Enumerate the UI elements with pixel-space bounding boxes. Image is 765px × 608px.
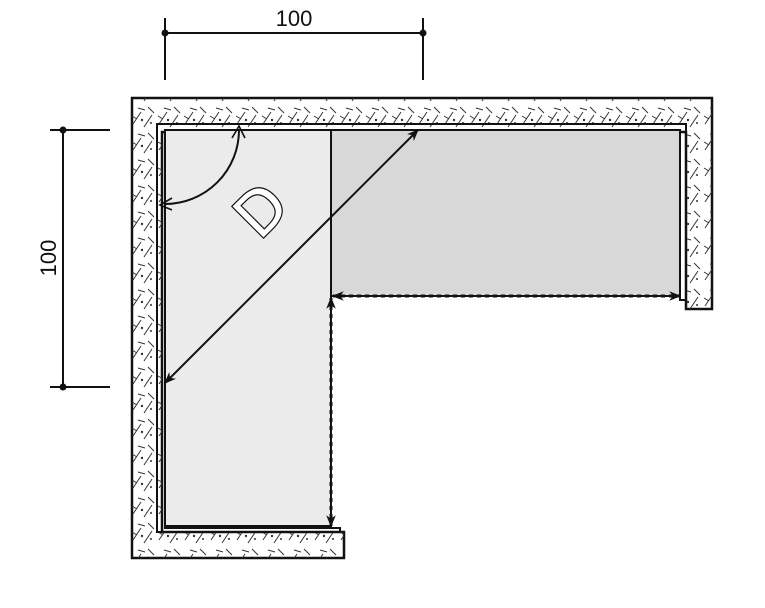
- left-dimension: 100: [36, 126, 110, 391]
- sofa-horizontal-section: [330, 129, 681, 297]
- diagonal-arrow: [164, 129, 419, 384]
- top-dimension-label: 100: [276, 6, 313, 31]
- top-dimension: 100: [161, 6, 427, 80]
- left-dimension-label: 100: [36, 240, 61, 277]
- wall: [130, 96, 714, 560]
